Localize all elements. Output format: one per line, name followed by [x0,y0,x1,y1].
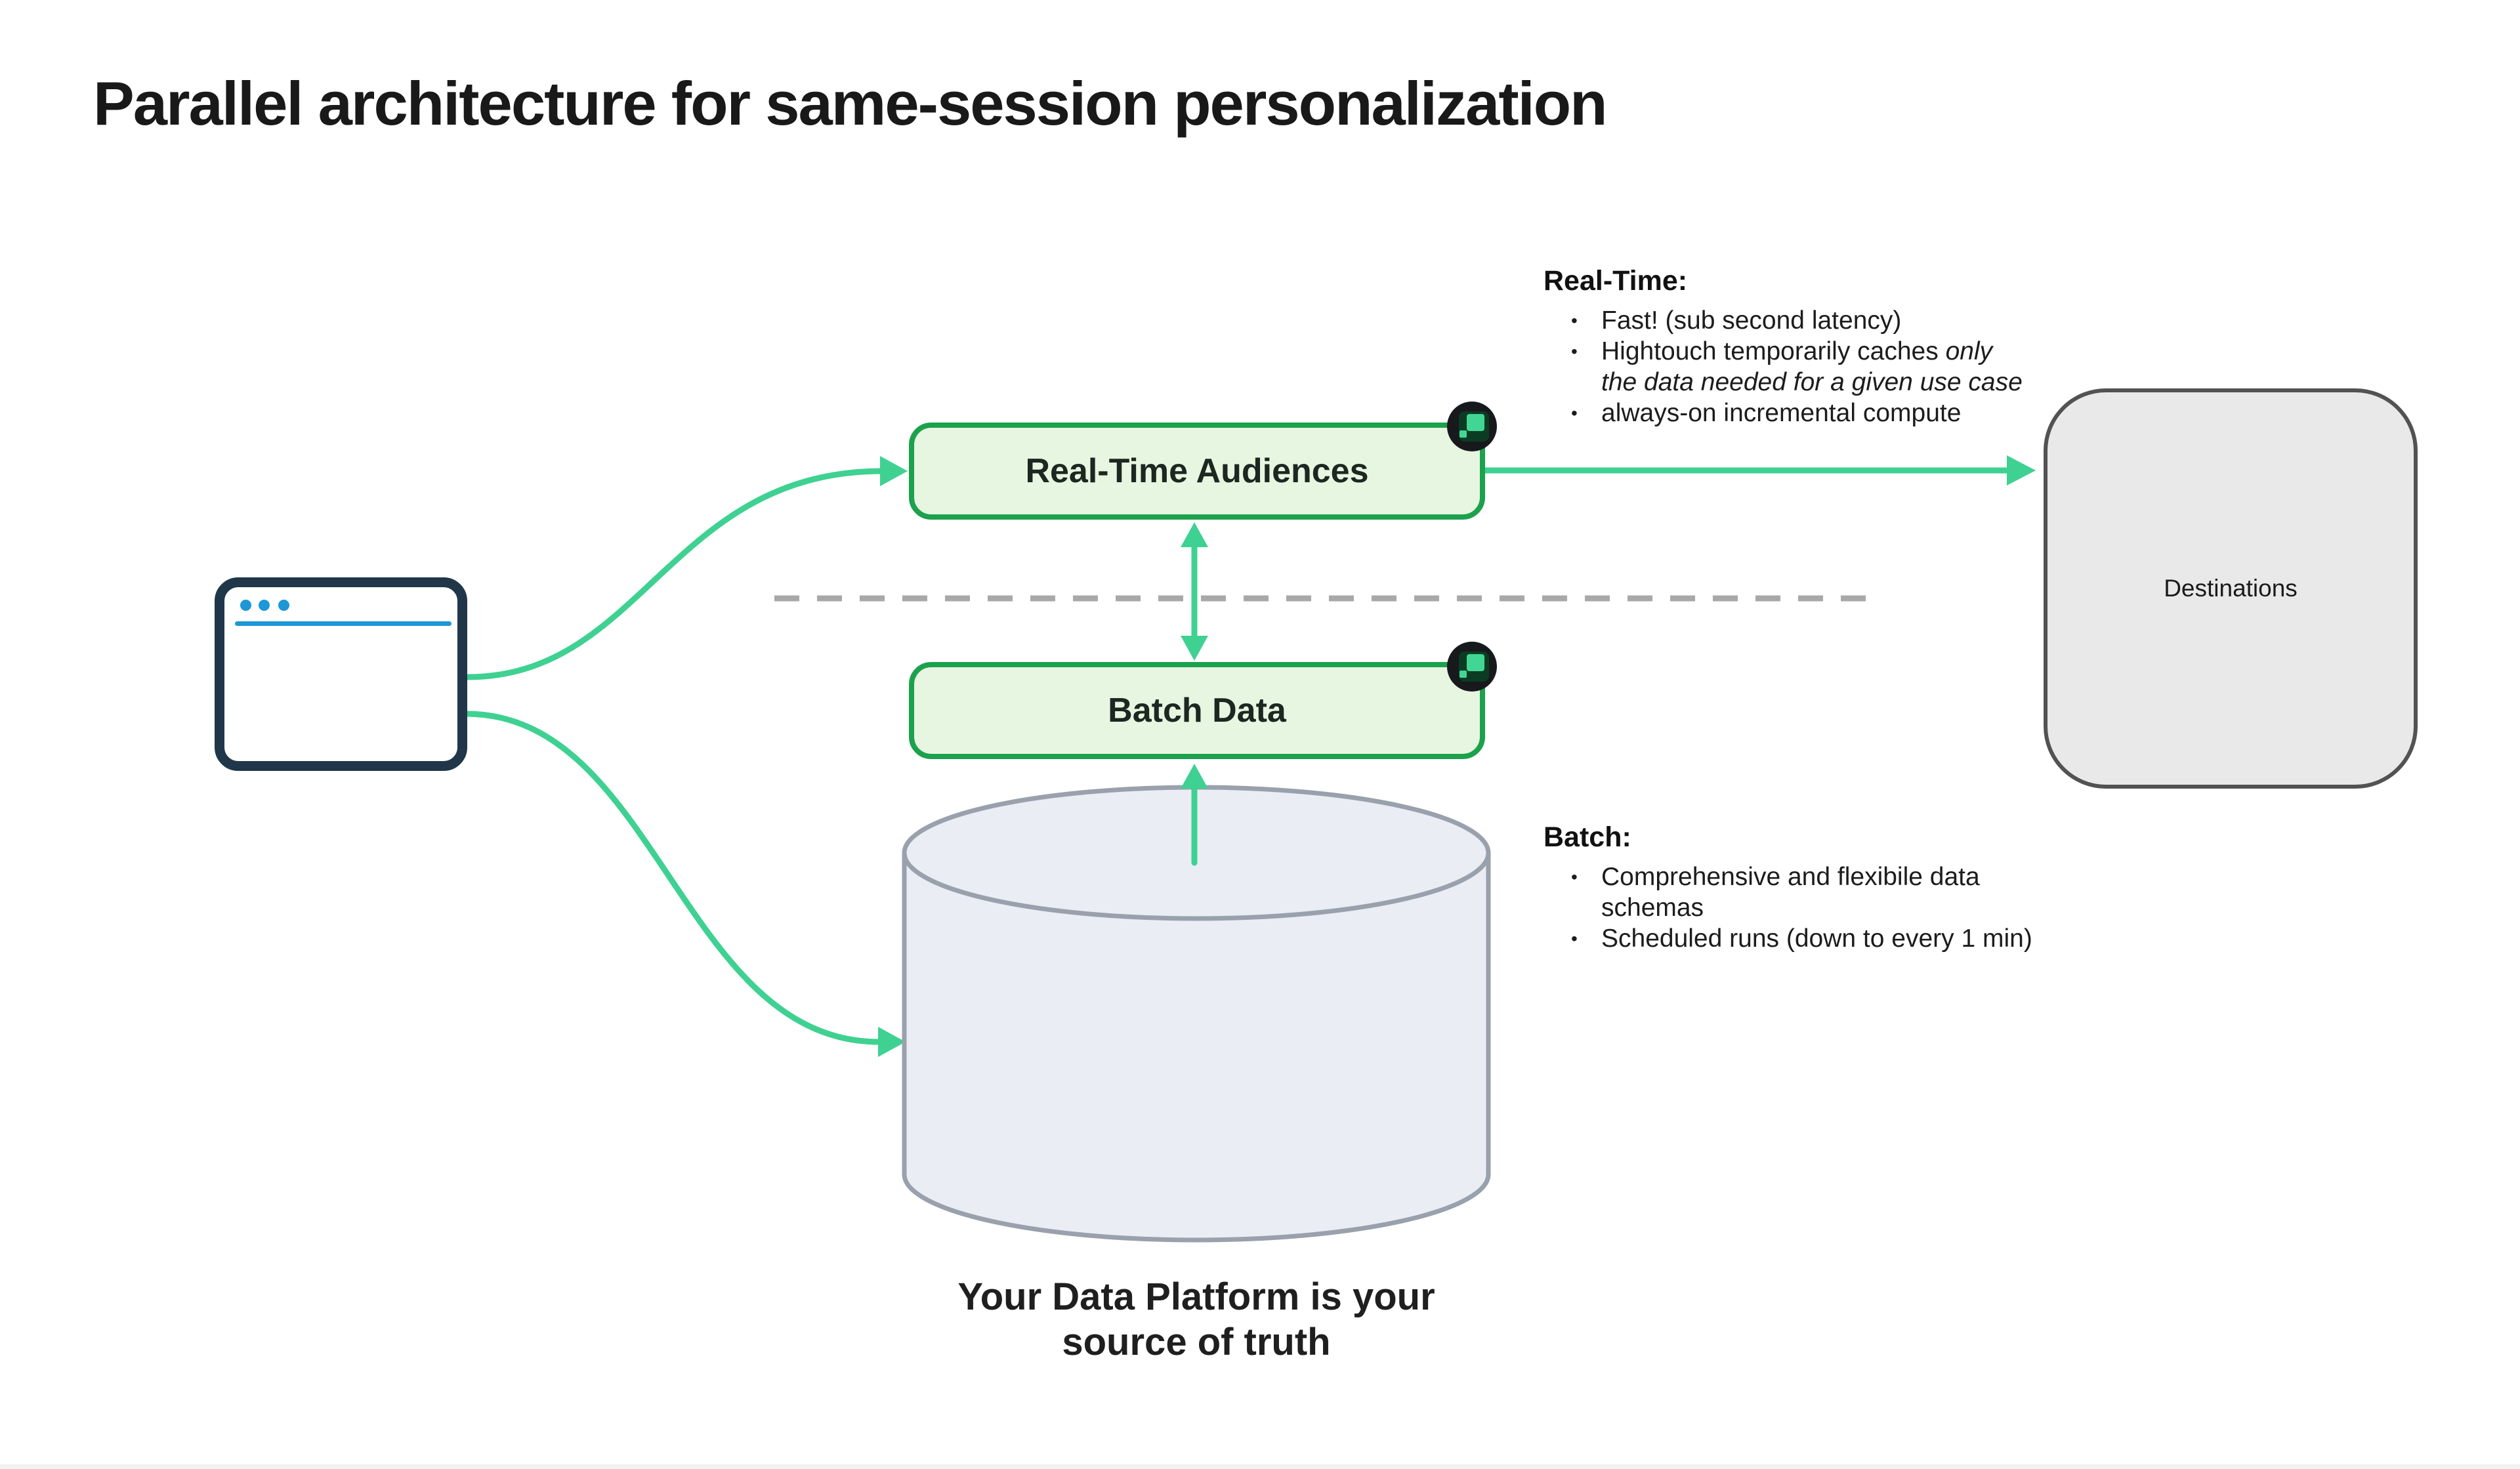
realtime-audiences-box: Real-Time Audiences [909,423,1485,520]
realtime-notes: Real-Time: • Fast! (sub second latency) … [1544,265,2068,428]
destinations-box: Destinations [2044,388,2418,789]
data-platform-caption: Your Data Platform is your source of tru… [957,1275,1435,1363]
realtime-notes-heading: Real-Time: [1544,265,1688,297]
batch-note-bullet-1: • Comprehensive and flexibile data schem… [1544,861,2068,923]
page-title: Parallel architecture for same-session p… [93,69,1608,138]
browser-dot-icon [278,600,289,611]
browser-window-icon [215,577,467,771]
bottom-edge-strip [0,1464,2520,1469]
arrow-dataplatform-to-batch [1181,764,1208,866]
hightouch-logo-icon [1447,402,1497,451]
batch-notes-heading: Batch: [1544,821,1631,853]
batch-notes: Batch: • Comprehensive and flexibile dat… [1544,821,2068,954]
arrow-browser-to-dataplatform [464,711,906,1057]
realtime-audiences-label: Real-Time Audiences [1025,452,1369,490]
arrow-realtime-to-destinations [1482,455,2036,486]
arrow-browser-to-realtime [464,456,908,680]
bullet-icon: • [1571,403,1578,423]
realtime-note-bullet-3: • always-on incremental compute [1544,398,2068,428]
browser-dot-icon [259,600,270,611]
browser-address-bar-line [235,621,452,626]
bullet-icon: • [1571,928,1578,949]
batch-data-box: Batch Data [909,662,1485,759]
bullet-icon: • [1571,310,1578,331]
browser-dot-icon [240,600,251,611]
bullet-icon: • [1571,867,1578,887]
arrow-realtime-batch-bidirectional [1181,522,1208,661]
batch-data-label: Batch Data [1108,692,1286,730]
batch-note-bullet-2: • Scheduled runs (down to every 1 min) [1544,923,2068,954]
destinations-label: Destinations [2164,575,2298,602]
realtime-note-bullet-1: • Fast! (sub second latency) [1544,305,2068,336]
bullet-icon: • [1571,341,1578,362]
hightouch-logo-icon [1447,642,1497,692]
